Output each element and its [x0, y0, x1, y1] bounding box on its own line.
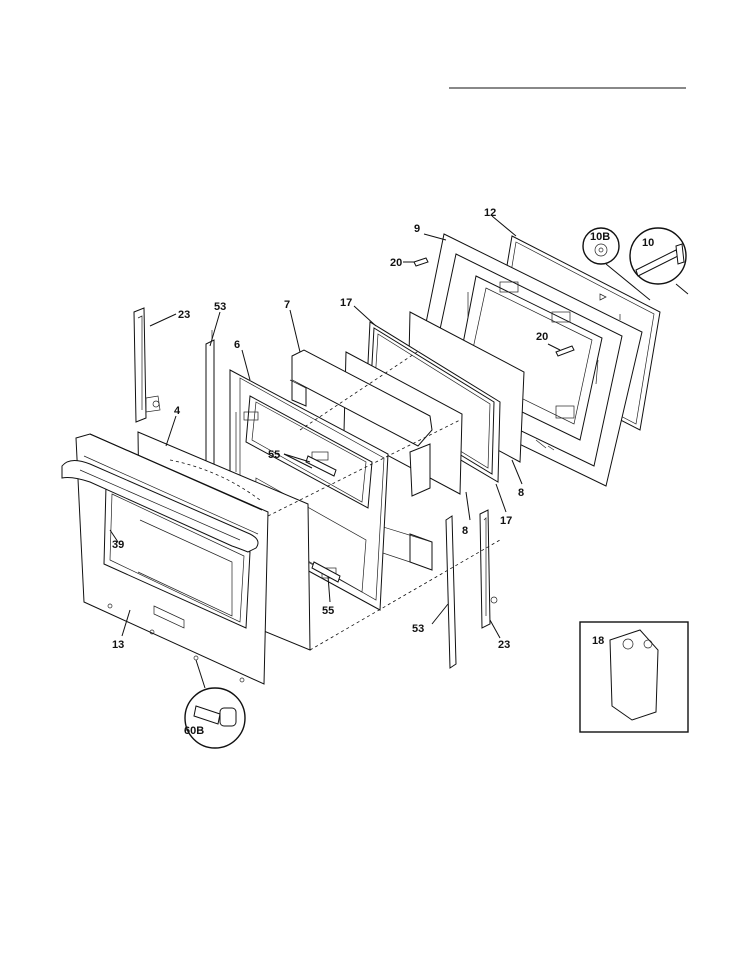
label-12: 12 — [484, 207, 496, 219]
part-53-bar-left — [205, 330, 215, 477]
label-18: 18 — [592, 635, 604, 647]
part-10-bolt-callout — [629, 227, 689, 295]
part-55-clip-upper — [305, 455, 337, 477]
part-23-hinge-right — [479, 509, 498, 629]
label-60B: 60B — [184, 725, 204, 737]
label-13: 13 — [112, 639, 124, 651]
part-55-clip-lower — [311, 561, 341, 583]
label-7: 7 — [284, 299, 290, 311]
part-53-bar-right — [445, 515, 457, 669]
part-39-handle — [61, 460, 259, 553]
label-39: 39 — [112, 539, 124, 551]
label-55-lower: 55 — [322, 605, 334, 617]
label-10B: 10B — [590, 231, 610, 243]
label-8-right: 8 — [518, 487, 524, 499]
part-23-hinge-left — [133, 307, 161, 423]
label-55-upper: 55 — [268, 449, 280, 461]
part-10B-washer-callout — [582, 227, 651, 301]
label-20-upper: 20 — [390, 257, 402, 269]
label-23-right: 23 — [498, 639, 510, 651]
label-10: 10 — [642, 237, 654, 249]
part-18-inset — [579, 621, 689, 733]
label-53-right: 53 — [412, 623, 424, 635]
label-6: 6 — [234, 339, 240, 351]
label-17-upper: 17 — [340, 297, 352, 309]
label-17-lower: 17 — [500, 515, 512, 527]
label-4: 4 — [174, 405, 181, 417]
label-53-left: 53 — [214, 301, 226, 313]
label-9: 9 — [414, 223, 420, 235]
leader-lines — [109, 215, 561, 639]
part-labels: 23 53 7 17 9 12 10B 10 20 20 6 4 55 55 3… — [112, 207, 654, 737]
label-8-center: 8 — [462, 525, 468, 537]
part-20-screw-upper — [413, 257, 429, 267]
part-20-screw-lower — [555, 345, 575, 357]
alignment-lines — [267, 349, 501, 651]
label-20-lower: 20 — [536, 331, 548, 343]
label-23-left: 23 — [178, 309, 190, 321]
part-60B-screw-callout — [184, 659, 246, 749]
